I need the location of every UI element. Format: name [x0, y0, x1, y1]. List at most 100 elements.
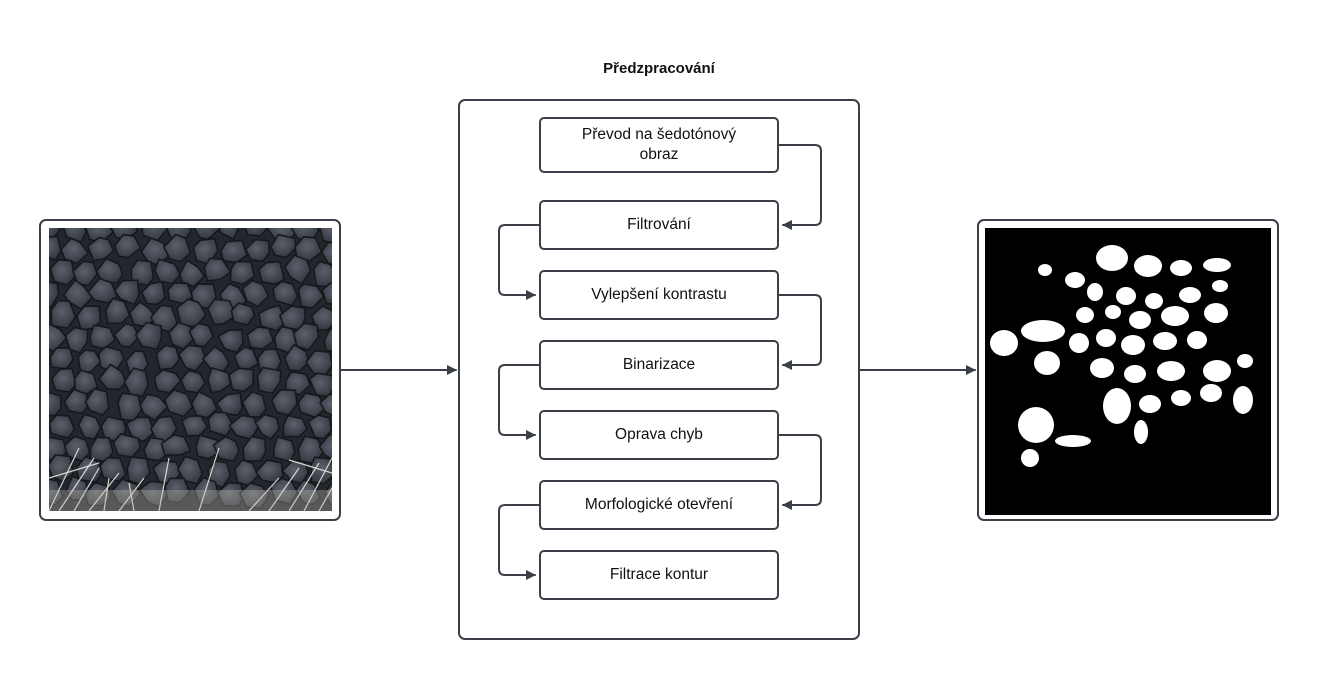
- diagram-title: Předzpracování: [603, 60, 715, 77]
- skin-cell: [297, 283, 325, 310]
- skin-cell: [229, 260, 256, 286]
- skin-cell: [241, 390, 267, 418]
- skin-cell: [73, 369, 99, 395]
- skin-cell: [163, 389, 194, 418]
- skin-cell: [125, 416, 156, 443]
- skin-cell: [50, 299, 77, 330]
- arrow-step2-to-step3: [498, 224, 540, 300]
- skin-cell: [130, 259, 155, 287]
- skin-cell: [49, 259, 76, 287]
- skin-cell: [113, 233, 142, 259]
- skin-cell: [64, 326, 89, 354]
- skin-cell: [123, 367, 150, 398]
- skin-cell: [258, 260, 286, 285]
- skin-cell: [217, 328, 244, 354]
- skin-cell: [49, 478, 64, 506]
- arrow-step3-to-step4: [778, 294, 822, 370]
- skin-cell: [283, 254, 312, 286]
- skin-cell: [113, 322, 140, 348]
- skin-cell: [228, 367, 255, 393]
- skin-cell: [270, 233, 297, 259]
- skin-cell: [155, 344, 181, 371]
- skin-cell: [176, 455, 204, 485]
- output-binary-mask-image: [985, 228, 1271, 515]
- skin-cell: [49, 414, 76, 440]
- skin-cell: [258, 304, 287, 332]
- skin-cell: [218, 228, 240, 241]
- step-error-correction: Oprava chyb: [539, 410, 779, 460]
- skin-cell: [104, 297, 131, 325]
- skin-cell: [295, 478, 321, 506]
- skin-cell: [212, 435, 240, 463]
- skin-cell: [86, 236, 115, 262]
- step-grayscale-conversion: Převod na šedotónový obraz: [539, 117, 779, 173]
- skin-cell: [203, 257, 232, 282]
- skin-cell: [77, 413, 102, 441]
- skin-cell: [242, 435, 267, 462]
- skin-cell: [84, 387, 110, 417]
- skin-cell: [321, 282, 332, 305]
- skin-cell: [241, 279, 270, 308]
- step-binarization: Binarizace: [539, 340, 779, 390]
- skin-cell: [95, 257, 124, 284]
- skin-cell: [195, 434, 224, 460]
- step-morphological-opening: Morfologické otevření: [539, 480, 779, 530]
- arrow-step6-to-step7: [498, 504, 540, 580]
- skin-cell: [307, 414, 332, 440]
- skin-cell: [216, 482, 244, 507]
- skin-cell: [273, 435, 296, 463]
- skin-cell: [179, 259, 206, 288]
- skin-cell: [113, 279, 140, 306]
- skin-cell: [72, 260, 98, 287]
- input-skin-texture-image: [49, 228, 332, 511]
- skin-cell: [318, 433, 332, 461]
- skin-cell: [323, 328, 332, 352]
- skin-cell: [111, 478, 142, 508]
- skin-cell: [177, 344, 207, 372]
- skin-cell: [160, 433, 192, 457]
- skin-cell: [140, 280, 166, 306]
- skin-cell: [230, 302, 256, 326]
- skin-cell: [87, 277, 119, 304]
- skin-cell: [294, 235, 323, 262]
- skin-cell: [134, 321, 163, 351]
- skin-cell: [63, 388, 89, 415]
- skin-cell: [77, 349, 102, 375]
- skin-cell: [319, 393, 332, 417]
- skin-cell: [164, 477, 191, 504]
- skin-cell: [246, 326, 275, 350]
- skin-cell: [283, 343, 310, 372]
- skin-cell: [310, 305, 332, 331]
- skin-cell: [207, 411, 234, 437]
- arrow-step1-to-step2: [778, 144, 822, 230]
- skin-cell: [282, 414, 308, 438]
- skin-cell: [190, 390, 218, 419]
- skin-cell: [244, 238, 271, 263]
- skin-cell: [139, 393, 169, 422]
- skin-cell: [193, 476, 220, 506]
- skin-cell: [49, 281, 60, 309]
- skin-cell: [215, 392, 243, 417]
- step-contour-filtering: Filtrace kontur: [539, 550, 779, 600]
- skin-cell: [207, 366, 232, 394]
- skin-cell: [320, 241, 332, 266]
- skin-cell: [49, 235, 62, 261]
- skin-cell: [126, 456, 151, 486]
- skin-cell: [207, 298, 237, 326]
- skin-cell: [62, 228, 87, 244]
- skin-cell: [99, 456, 127, 483]
- skin-cell: [238, 482, 270, 509]
- skin-cell: [60, 237, 90, 265]
- skin-cell: [254, 413, 280, 441]
- skin-cell: [319, 228, 332, 244]
- skin-cell: [285, 371, 312, 396]
- skin-cell: [244, 228, 267, 237]
- skin-cell: [256, 366, 282, 394]
- skin-cell: [62, 278, 94, 310]
- skin-cell: [292, 322, 320, 351]
- skin-cell: [162, 233, 192, 263]
- skin-cell: [51, 367, 78, 393]
- skin-cell: [98, 363, 127, 391]
- arrow-step4-to-step5: [498, 364, 540, 440]
